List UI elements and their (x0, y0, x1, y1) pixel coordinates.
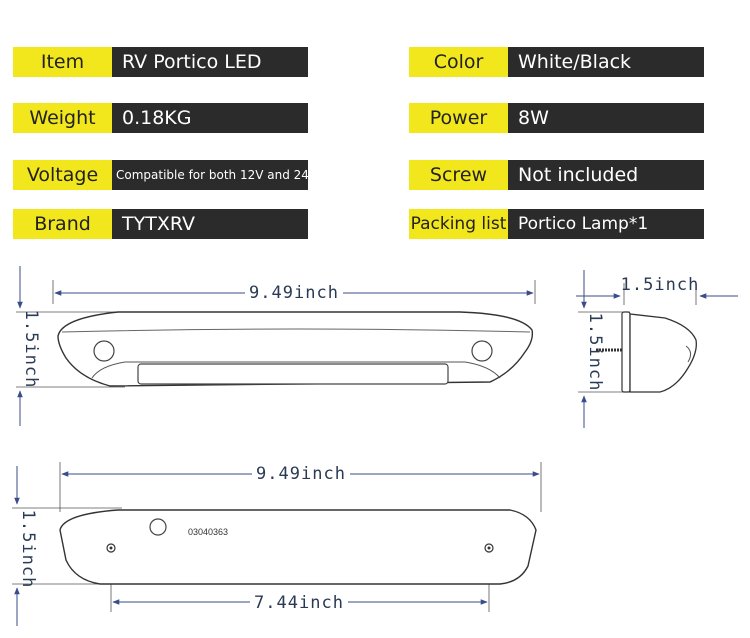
back-height-label: 1.5inch (18, 510, 38, 589)
spec-label-power: Power (409, 103, 508, 133)
spec-value-item: RV Portico LED (112, 47, 308, 77)
spec-label-brand: Brand (13, 209, 112, 239)
spec-label-packing: Packing list (409, 209, 508, 239)
spec-row-packing: Packing list Portico Lamp*1 (409, 209, 704, 239)
front-lens (137, 363, 449, 385)
spec-value-brand: TYTXRV (112, 209, 308, 239)
front-height-label: 1.5inch (21, 310, 41, 389)
side-depth-label: 1.5inch (621, 275, 700, 295)
spec-row-voltage: Voltage Compatible for both 12V and 24V (13, 160, 317, 190)
front-left-button (93, 340, 115, 362)
side-lamp-body (629, 313, 697, 393)
spec-row-power: Power 8W (409, 103, 704, 133)
hole-spacing-label: 7.44inch (254, 593, 344, 613)
front-right-button (471, 340, 493, 362)
back-width-label: 9.49inch (256, 464, 346, 484)
spec-value-weight: 0.18KG (112, 103, 308, 133)
spec-label-weight: Weight (13, 103, 112, 133)
spec-row-screw: Screw Not included (409, 160, 704, 190)
spec-value-voltage: Compatible for both 12V and 24V (112, 160, 317, 190)
spec-label-voltage: Voltage (13, 160, 112, 190)
spec-row-brand: Brand TYTXRV (13, 209, 308, 239)
spec-row-weight: Weight 0.18KG (13, 103, 308, 133)
serial-number: 03040363 (188, 527, 228, 537)
spec-label-screw: Screw (409, 160, 508, 190)
back-view: 9.49inch 1.5inch 7.44inch 03040363 (12, 462, 542, 626)
spec-label-color: Color (409, 47, 508, 77)
front-width-label: 9.49inch (249, 283, 339, 303)
side-height-label: 1.5inch (585, 313, 605, 392)
back-sensor-circle (149, 518, 167, 536)
spec-row-item: Item RV Portico LED (13, 47, 308, 77)
back-lamp-body (59, 509, 537, 585)
spec-label-item: Item (13, 47, 112, 77)
spec-value-screw: Not included (508, 160, 704, 190)
spec-row-color: Color White/Black (409, 47, 704, 77)
front-view: 9.49inch 1.5inch (16, 266, 536, 426)
spec-value-packing: Portico Lamp*1 (508, 209, 704, 239)
spec-value-power: 8W (508, 103, 704, 133)
spec-value-color: White/Black (508, 47, 704, 77)
side-view: 1.5inch 1.5inch (576, 270, 738, 428)
